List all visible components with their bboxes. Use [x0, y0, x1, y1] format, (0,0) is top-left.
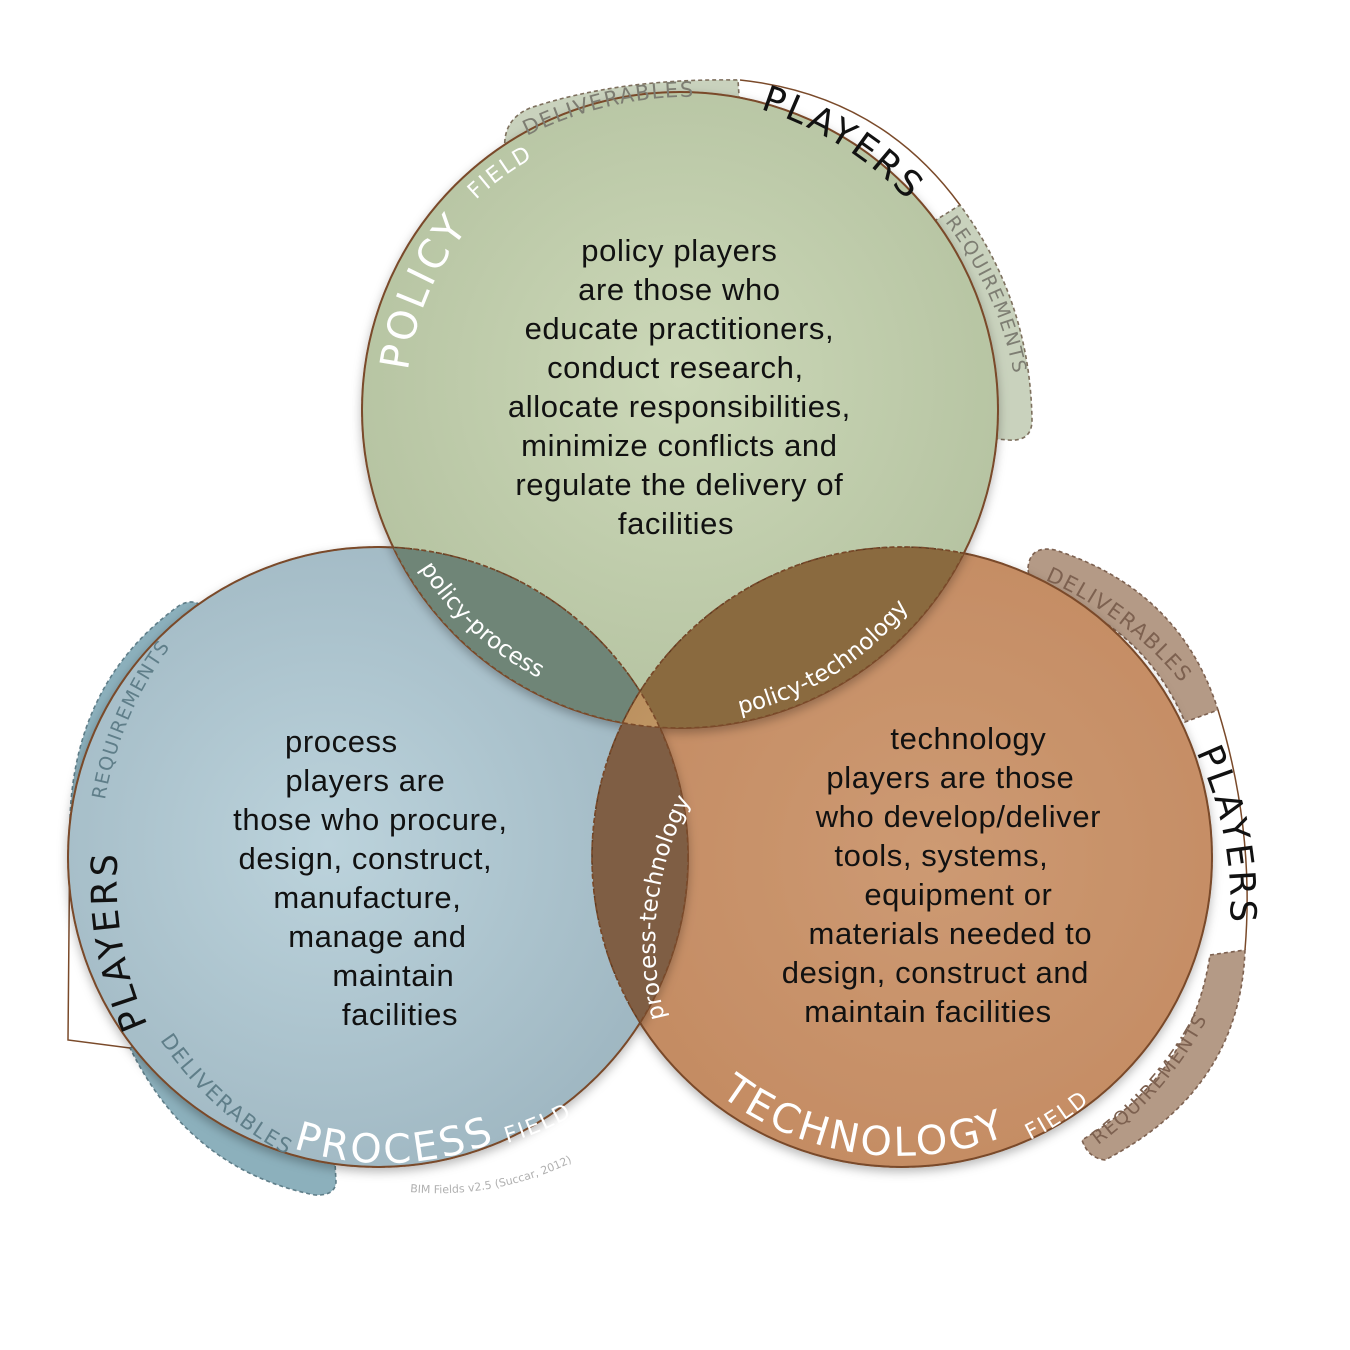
- technology-requirements-tab: [1081, 949, 1246, 1161]
- policy-description: policy players are those who educate pra…: [508, 233, 860, 541]
- technology-description: technology players are those who develop…: [782, 721, 1111, 1029]
- technology-deliverables-tab: [1027, 548, 1219, 724]
- policy-technology-overlap: [591, 546, 998, 728]
- process-technology-overlap: [591, 547, 688, 1167]
- process-description: process players are those who procure, d…: [233, 724, 517, 1032]
